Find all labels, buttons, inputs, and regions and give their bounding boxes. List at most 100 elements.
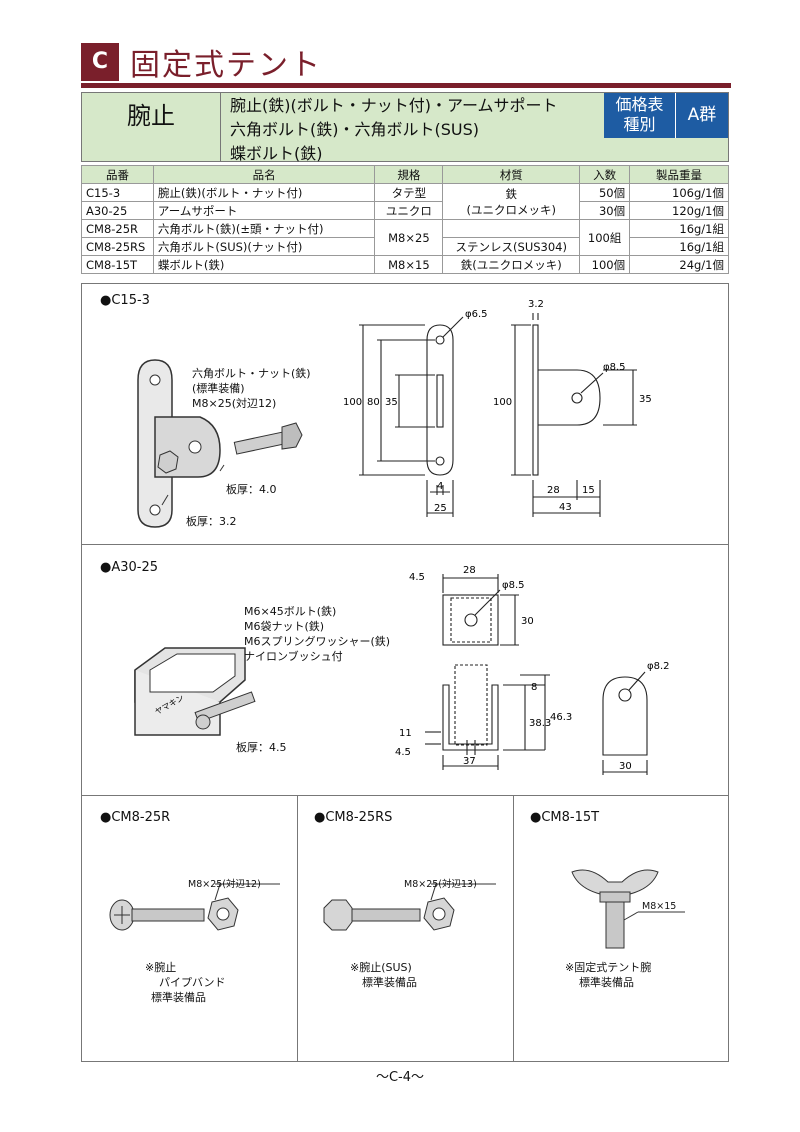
price-label-line: 種別 xyxy=(623,115,656,134)
cell-spec-merged: M8×25 xyxy=(374,219,444,256)
cell-code: A30-25 xyxy=(81,201,154,220)
dim-text: 30 xyxy=(521,616,534,627)
dim-text: 4.5 xyxy=(395,747,411,758)
product-divider xyxy=(220,92,221,162)
dim-text: 4 xyxy=(437,481,443,492)
page-title: 固定式テント xyxy=(130,48,322,83)
note-line: 六角ボルト・ナット(鉄) xyxy=(192,367,311,380)
table-row: CM8-25R 六角ボルト(鉄)(±頭・ナット付) M8×25 100組 16g… xyxy=(81,219,729,256)
cell-qty: 30個 xyxy=(579,201,631,220)
cell-weight: 120g/1個 xyxy=(629,201,729,220)
cm8rs-label: ●CM8-25RS xyxy=(314,810,393,825)
price-category-label: 価格表 種別 xyxy=(604,93,676,138)
cell-material: ステンレス(SUS304) xyxy=(442,237,581,256)
dim-text: 100 xyxy=(493,397,512,408)
cell-name: 六角ボルト(鉄)(±頭・ナット付) xyxy=(152,219,376,238)
cell-code: CM8-25R xyxy=(81,219,154,238)
cm8r-illustration xyxy=(109,883,280,931)
description-line: 腕止(鉄)(ボルト・ナット付)・アームサポート xyxy=(230,96,558,115)
col-material: 材質 xyxy=(442,165,581,184)
col-name: 品名 xyxy=(152,165,376,184)
c15-label: ●C15-3 xyxy=(100,293,150,308)
dim-text: 8 xyxy=(531,682,537,693)
bolt-icon xyxy=(233,422,303,455)
note-line: M8×25(対辺12) xyxy=(192,397,277,410)
cell-qty-merged: 100組 xyxy=(579,219,631,256)
cm8r-spec: M8×25(対辺12) xyxy=(188,879,261,890)
cell-weight: 106g/1個 xyxy=(629,183,729,202)
dim-text: 28 xyxy=(463,565,476,576)
cell-weight: 16g/1組 xyxy=(629,237,729,256)
cm8t-spec: M8×15 xyxy=(642,901,677,912)
a30-note: M6×45ボルト(鉄) M6袋ナット(鉄) M6スプリングワッシャー(鉄) ナイ… xyxy=(244,604,390,664)
cell-material-merged: 鉄 (ユニクロメッキ) xyxy=(442,183,581,220)
note-line: 標準装備品 xyxy=(362,976,417,989)
dim-text: φ6.5 xyxy=(465,309,488,320)
cell-name: 蝶ボルト(鉄) xyxy=(152,255,376,274)
dim-text: 30 xyxy=(619,761,632,772)
dim-text: 25 xyxy=(434,503,447,514)
cell-code: C15-3 xyxy=(81,183,154,202)
dim-text: 80 xyxy=(367,397,380,408)
page-number: ～C-4～ xyxy=(375,1070,425,1085)
table-header-row: 品番 品名 規格 材質 入数 製品重量 xyxy=(81,165,729,184)
col-qty: 入数 xyxy=(579,165,631,184)
note-line: パイプバンド xyxy=(159,976,226,989)
bolt-divider xyxy=(297,795,298,1062)
cell-qty: 100個 xyxy=(579,255,631,274)
cell-material: 鉄(ユニクロメッキ) xyxy=(442,255,581,274)
note-line: M6スプリングワッシャー(鉄) xyxy=(244,635,391,648)
section-badge: C xyxy=(81,43,119,81)
spec-table: 品番 品名 規格 材質 入数 製品重量 C15-3 腕止(鉄)(ボルト・ナット付… xyxy=(81,165,729,274)
cm8t-note: ※固定式テント腕 標準装備品 xyxy=(565,960,651,990)
note-line: M6袋ナット(鉄) xyxy=(244,620,325,633)
note-line: 標準装備品 xyxy=(151,991,206,1004)
dim-text: φ8.5 xyxy=(603,362,626,373)
cell-name: アームサポート xyxy=(152,201,376,220)
cell-name: 六角ボルト(SUS)(ナット付) xyxy=(152,237,376,256)
c15-drawing: 100 80 35 φ6.5 4 25 3.2 100 φ8.5 35 28 1… xyxy=(343,299,652,517)
cm8rs-illustration xyxy=(323,883,496,931)
cm8rs-note: ※腕止(SUS) 標準装備品 xyxy=(350,960,417,990)
dim-text: 28 xyxy=(547,485,560,496)
description-line: 六角ボルト(鉄)・六角ボルト(SUS) xyxy=(230,120,479,139)
dim-text: 100 xyxy=(343,397,362,408)
cell-material xyxy=(442,219,581,238)
table-row: C15-3 腕止(鉄)(ボルト・ナット付) タテ型 鉄 (ユニクロメッキ) 50… xyxy=(81,183,729,220)
a30-illustration: ヤマキン xyxy=(134,647,256,736)
a30-thickness: 板厚：4.5 xyxy=(236,741,287,754)
note-line: ナイロンブッシュ付 xyxy=(244,650,343,663)
cell-name: 腕止(鉄)(ボルト・ナット付) xyxy=(152,183,376,202)
cell-qty: 50個 xyxy=(579,183,631,202)
c15-thickness-arm: 板厚：4.0 xyxy=(226,483,277,496)
a30-drawing: 4.5 28 φ8.5 30 8 38.3 46.3 11 4.5 37 φ8.… xyxy=(395,565,670,775)
cell-code: CM8-15T xyxy=(81,255,154,274)
c15-thickness-plate: 板厚：3.2 xyxy=(186,515,237,528)
table-row: CM8-15T 蝶ボルト(鉄) M8×15 鉄(ユニクロメッキ) 100個 24… xyxy=(81,255,729,274)
col-code: 品番 xyxy=(81,165,154,184)
dim-text: 38.3 xyxy=(529,718,551,729)
table-row: A30-25 アームサポート ユニクロ 30個 120g/1個 xyxy=(81,201,729,220)
a30-label: ●A30-25 xyxy=(100,560,159,575)
dim-text: 35 xyxy=(385,397,398,408)
cell-weight: 24g/1個 xyxy=(629,255,729,274)
col-weight: 製品重量 xyxy=(629,165,729,184)
c15-illustration xyxy=(137,359,303,528)
dim-text: 46.3 xyxy=(550,712,572,723)
dim-text: φ8.2 xyxy=(647,661,670,672)
cm8t-illustration xyxy=(571,869,685,949)
price-label-line: 価格表 xyxy=(615,95,664,114)
note-line: 標準装備品 xyxy=(579,976,634,989)
price-group: A群 xyxy=(676,93,728,138)
product-description: 腕止(鉄)(ボルト・ナット付)・アームサポート 六角ボルト(鉄)・六角ボルト(S… xyxy=(230,94,558,166)
dim-text: φ8.5 xyxy=(502,580,525,591)
product-name: 腕止 xyxy=(127,102,175,130)
note-line: ※固定式テント腕 xyxy=(565,961,652,974)
cm8r-label: ●CM8-25R xyxy=(100,810,171,825)
dim-text: 35 xyxy=(639,394,652,405)
title-rule xyxy=(81,83,731,88)
bolt-section xyxy=(81,795,729,1062)
description-line: 蝶ボルト(鉄) xyxy=(230,144,323,163)
note-line: ※腕止(SUS) xyxy=(350,961,412,974)
dim-text: 37 xyxy=(463,756,476,767)
